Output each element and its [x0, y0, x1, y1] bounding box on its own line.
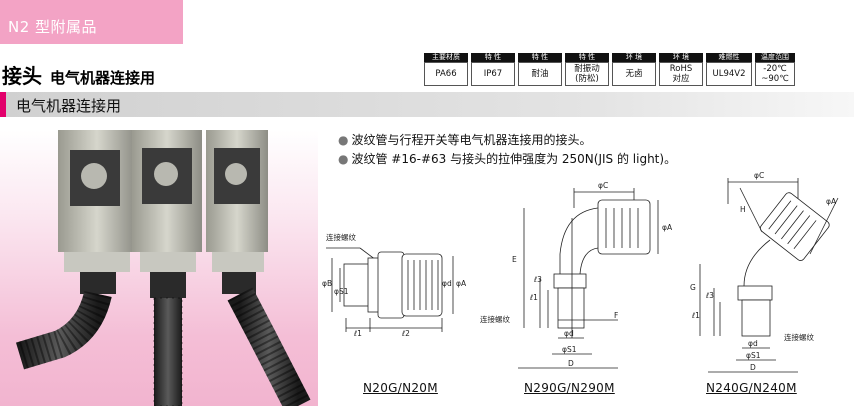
dim-l2: ℓ2 — [401, 329, 410, 338]
title-subtitle: 电气机器连接用 — [50, 69, 156, 87]
spec-table: 主要材质 PA66 特 性 IP67 特 性 耐油 特 性 耐振动 (防松) 环… — [424, 53, 795, 86]
dim-l1: ℓ1 — [529, 293, 538, 302]
dim-l1: ℓ1 — [353, 329, 362, 338]
series-tab: N2 型附属品 — [0, 0, 183, 44]
spec-oil: 特 性 耐油 — [518, 53, 562, 86]
dim-A: φA — [456, 279, 467, 288]
diagram-straight: 连接螺纹 φB φS1 φd φA ℓ1 ℓ2 — [322, 232, 467, 338]
spec-value: PA66 — [424, 62, 468, 86]
dim-D: D — [750, 363, 756, 372]
dim-C: φC — [598, 181, 608, 190]
dim-l1: ℓ1 — [691, 311, 700, 320]
model-label-straight: N20G/N20M — [363, 381, 438, 395]
spec-head: 特 性 — [471, 53, 515, 62]
dim-A: φA — [662, 223, 673, 232]
page-title: 接头电气机器连接用 — [2, 60, 155, 89]
series-label: N2 型附属品 — [8, 18, 98, 36]
spec-value: RoHS 对应 — [659, 62, 703, 86]
dim-A: φA — [826, 197, 837, 206]
section-label: 电气机器连接用 — [16, 97, 122, 115]
section-accent — [0, 92, 6, 117]
spec-halogen: 环 境 无卤 — [612, 53, 656, 86]
title-main: 接头 — [2, 64, 42, 88]
dim-B: φB — [322, 279, 332, 288]
dim-E: E — [512, 255, 517, 264]
spec-head: 主要材质 — [424, 53, 468, 62]
thread-label: 连接螺纹 — [480, 314, 510, 324]
spec-value: 耐油 — [518, 62, 562, 86]
dim-S1: φS1 — [334, 287, 349, 296]
diagram-elbow90: φC φA E ℓ3 ℓ1 F φd φS1 D 连接螺纹 — [480, 181, 673, 369]
feature-list: ●波纹管与行程开关等电气机器连接用的接头。 ●波纹管 #16-#63 与接头的拉… — [338, 131, 676, 169]
dim-d: φd — [442, 279, 452, 288]
spec-rohs: 环 境 RoHS 对应 — [659, 53, 703, 86]
spec-ip: 特 性 IP67 — [471, 53, 515, 86]
section-bar: 电气机器连接用 — [0, 92, 854, 117]
dim-S1: φS1 — [746, 351, 761, 360]
bullet-icon: ● — [338, 152, 349, 166]
spec-vibration: 特 性 耐振动 (防松) — [565, 53, 609, 86]
dim-S1: φS1 — [562, 345, 577, 354]
spec-value: 耐振动 (防松) — [565, 62, 609, 86]
model-label-elbow40: N240G/N240M — [706, 381, 797, 395]
feature-text: 波纹管 #16-#63 与接头的拉伸强度为 250N(JIS 的 light)。 — [351, 152, 677, 166]
dim-D: D — [568, 359, 574, 368]
spec-value: -20℃ ~90℃ — [755, 62, 795, 86]
product-photo-illustration — [15, 130, 311, 406]
feature-text: 波纹管与行程开关等电气机器连接用的接头。 — [351, 133, 592, 147]
spec-head: 难燃性 — [706, 53, 752, 62]
feature-item: ●波纹管与行程开关等电气机器连接用的接头。 — [338, 131, 676, 150]
feature-item: ●波纹管 #16-#63 与接头的拉伸强度为 250N(JIS 的 light)… — [338, 150, 676, 169]
spec-head: 特 性 — [518, 53, 562, 62]
dim-d: φd — [564, 329, 574, 338]
product-photo — [0, 130, 318, 406]
thread-label: 连接螺纹 — [784, 332, 814, 342]
spec-head: 环 境 — [659, 53, 703, 62]
spec-value: UL94V2 — [706, 62, 752, 86]
model-label-elbow90: N290G/N290M — [524, 381, 615, 395]
spec-value: 无卤 — [612, 62, 656, 86]
spec-head: 温度范围 — [755, 53, 795, 62]
spec-head: 环 境 — [612, 53, 656, 62]
spec-value: IP67 — [471, 62, 515, 86]
spec-head: 特 性 — [565, 53, 609, 62]
diagram-elbow40: φC H φA G ℓ3 ℓ1 φd φS1 D 连接螺纹 — [690, 171, 839, 373]
thread-label: 连接螺纹 — [326, 232, 356, 242]
dim-l3: ℓ3 — [705, 291, 714, 300]
bullet-icon: ● — [338, 133, 349, 147]
dim-C: φC — [754, 171, 764, 180]
dim-d: φd — [748, 339, 758, 348]
spec-flame: 难燃性 UL94V2 — [706, 53, 752, 86]
dim-F: F — [614, 311, 618, 320]
dim-H: H — [740, 205, 746, 214]
dim-G: G — [690, 283, 696, 292]
spec-material: 主要材质 PA66 — [424, 53, 468, 86]
spec-temp: 温度范围 -20℃ ~90℃ — [755, 53, 795, 86]
dim-l3: ℓ3 — [533, 275, 542, 284]
